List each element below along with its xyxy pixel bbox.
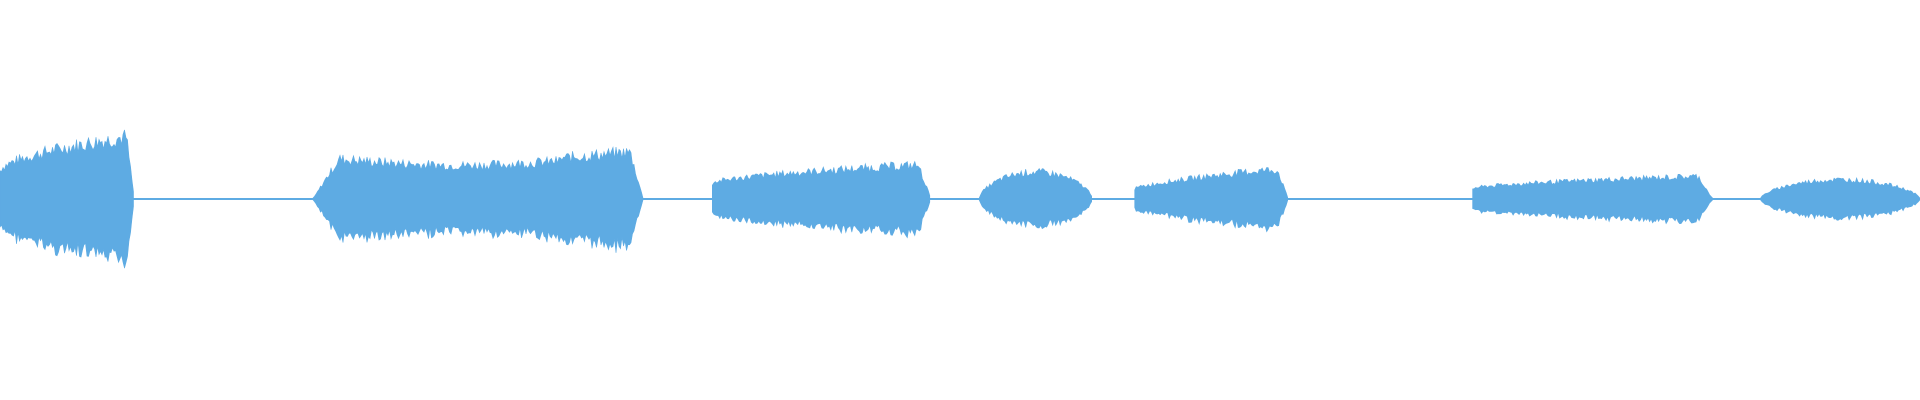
waveform-segment-5 [1134, 167, 1288, 233]
waveform-segment-4 [978, 167, 1092, 230]
waveform-segments [0, 129, 1920, 269]
waveform-segment-3 [712, 160, 931, 239]
waveform-segment-1 [0, 129, 134, 269]
waveform-segment-7 [1760, 176, 1920, 221]
waveform-segment-6 [1472, 173, 1713, 225]
waveform-segment-2 [312, 146, 644, 253]
